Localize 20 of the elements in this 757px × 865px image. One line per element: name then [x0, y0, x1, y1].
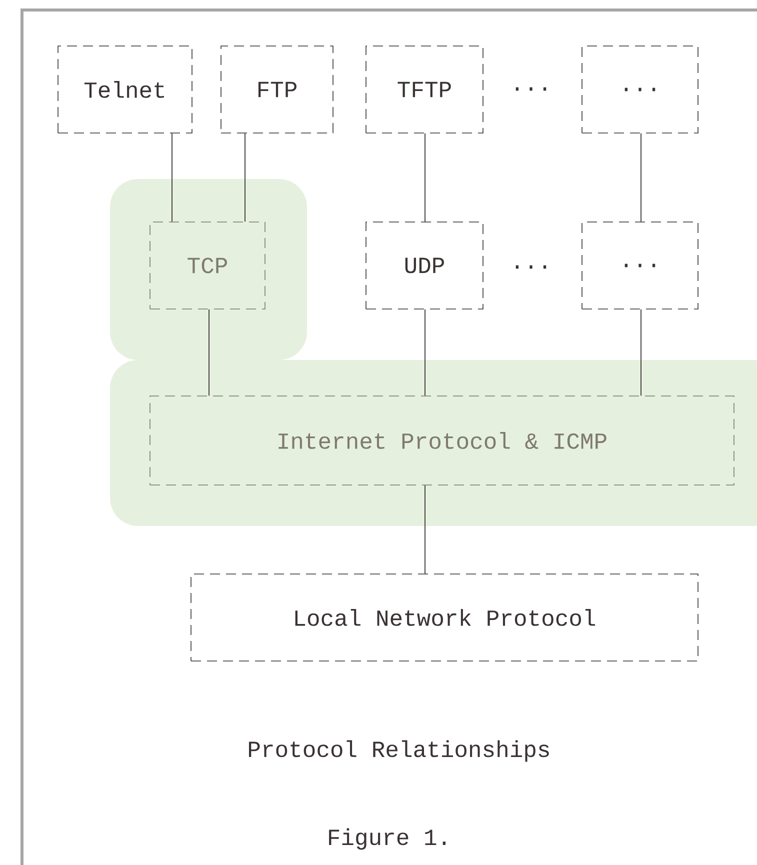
ellipsis-text: ... — [516, 265, 546, 269]
connector-line — [424, 484, 426, 574]
protocol-box: FTP — [220, 46, 334, 134]
protocol-box: ... — [582, 222, 698, 310]
connector-line — [640, 308, 642, 396]
protocol-box: Internet Protocol & ICMP — [150, 396, 734, 486]
caption: Protocol Relationships — [249, 740, 549, 762]
protocol-box: TCP — [150, 222, 266, 310]
connector-line — [640, 132, 642, 222]
protocol-box: Local Network Protocol — [190, 574, 698, 662]
connector-line — [208, 308, 210, 396]
protocol-box: Telnet — [58, 46, 192, 134]
figure-number: Figure 1. — [329, 828, 446, 850]
connector-line — [244, 132, 246, 222]
protocol-box: UDP — [366, 222, 484, 310]
connector-line — [424, 308, 426, 396]
connector-line — [424, 132, 426, 222]
protocol-box: TFTP — [366, 46, 484, 134]
ellipsis-text: ... — [516, 87, 546, 91]
protocol-box: ... — [582, 46, 698, 134]
